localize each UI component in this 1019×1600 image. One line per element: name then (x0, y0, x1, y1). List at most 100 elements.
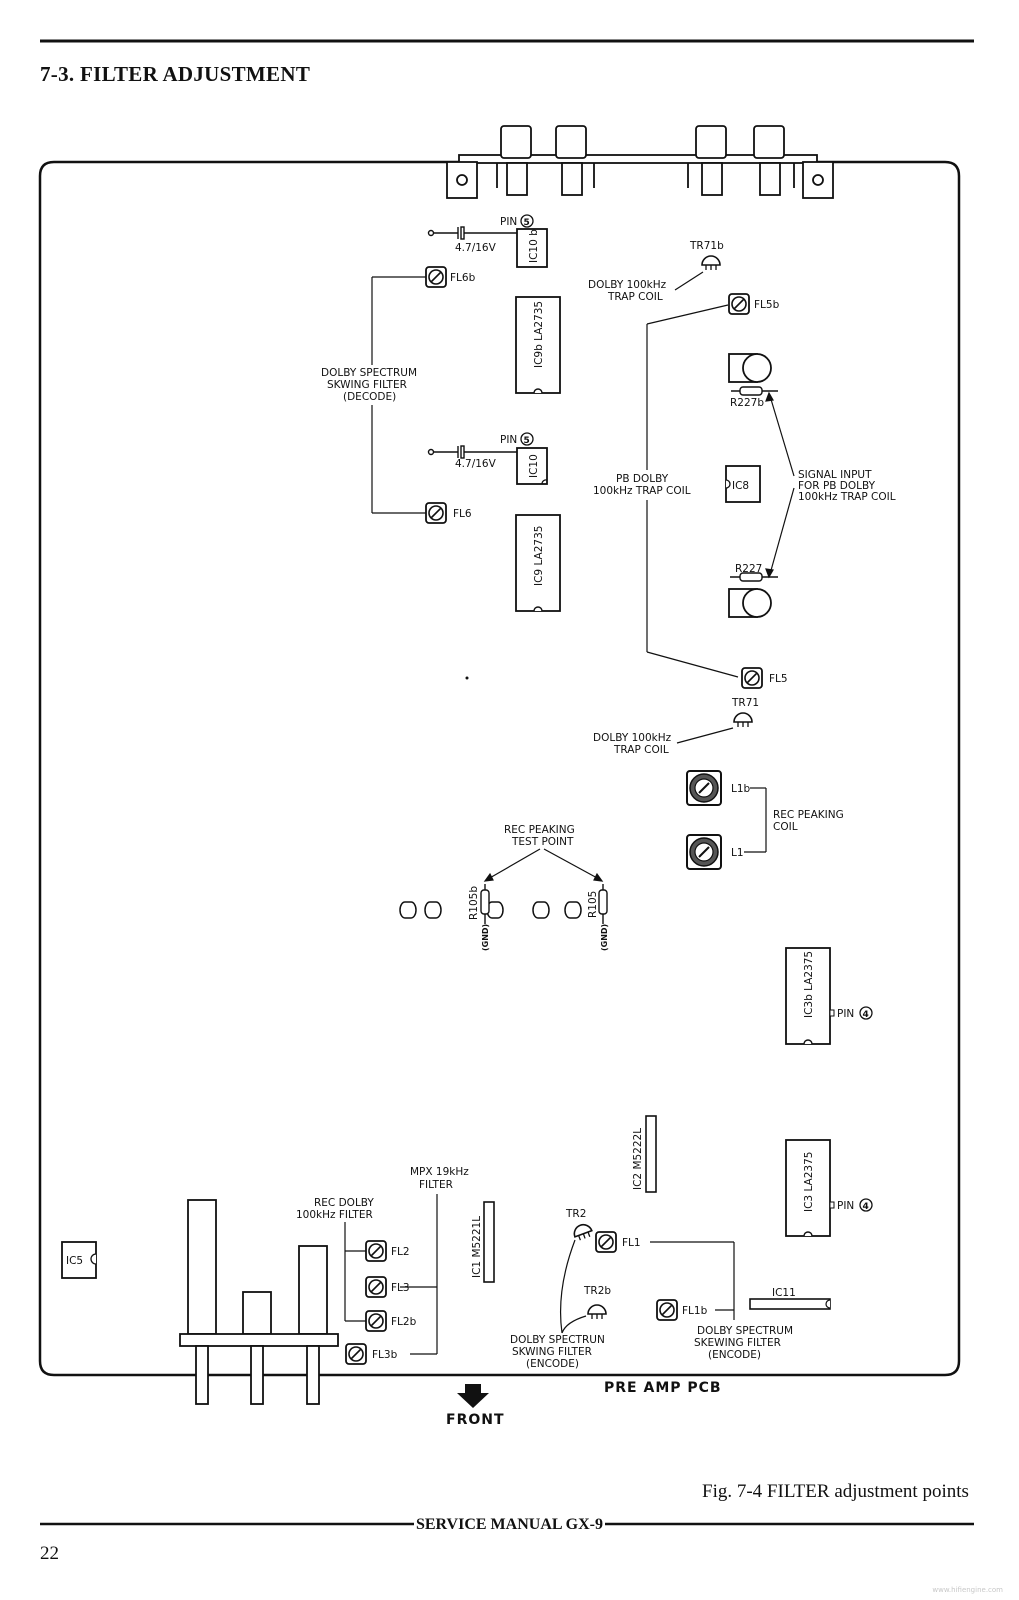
l1-label: L1 (731, 847, 744, 859)
front-label: FRONT (446, 1412, 505, 1428)
fl6-label: FL6 (453, 508, 472, 520)
pads-row (399, 901, 582, 919)
pin4b-label: PIN (837, 1008, 854, 1020)
svg-text:IC1 M5221L: IC1 M5221L (471, 1216, 483, 1278)
mpx-bracket (400, 1194, 438, 1355)
svg-text:PB DOLBY: PB DOLBY (616, 473, 669, 485)
svg-text:TRAP COIL: TRAP COIL (613, 744, 669, 756)
fl6b-label: FL6b (450, 272, 476, 284)
svg-text:(ENCODE): (ENCODE) (526, 1358, 579, 1370)
tr2b-transistor (587, 1304, 607, 1320)
svg-text:100kHz TRAP COIL: 100kHz TRAP COIL (593, 485, 691, 497)
r227-socket (728, 588, 772, 618)
svg-text:IC10 b: IC10 b (528, 229, 540, 263)
svg-text:IC10: IC10 (528, 454, 540, 478)
svg-text:FILTER: FILTER (419, 1179, 453, 1191)
fl6b-trimmer (425, 266, 447, 288)
fl2-label: FL2 (391, 1246, 410, 1258)
footer-manual-title: SERVICE MANUAL GX-9 (0, 1516, 1019, 1534)
ic9-chip: IC9 LA2735 (515, 514, 561, 612)
skewing-encode-right-label: DOLBY SPECTRUM SKEWING FILTER (ENCODE) (694, 1325, 793, 1361)
page-number: 22 (40, 1543, 59, 1564)
l1b-label: L1b (731, 783, 751, 795)
r227b-resistor (731, 386, 778, 396)
gnd-label-left: (GND) (481, 924, 490, 951)
fl5b-trimmer (728, 293, 750, 315)
svg-text:DOLBY SPECTRUM: DOLBY SPECTRUM (697, 1325, 793, 1337)
cap-label: 4.7/16V (455, 458, 497, 470)
figure-caption: Fig. 7-4 FILTER adjustment points (702, 1481, 969, 1502)
rec-dolby-bracket (344, 1222, 366, 1322)
rec-peaking-bracket (744, 787, 767, 853)
svg-text:4: 4 (863, 1202, 869, 1212)
rec-dolby-label: REC DOLBY 100kHz FILTER (296, 1197, 374, 1221)
svg-text:IC9 LA2735: IC9 LA2735 (533, 526, 545, 586)
ic3-chip: IC3 LA2375 (785, 1139, 835, 1237)
svg-text:IC8: IC8 (732, 480, 749, 492)
fl6-trimmer (425, 502, 447, 524)
svg-text:IC3 LA2375: IC3 LA2375 (803, 1152, 815, 1212)
decode-bracket (371, 276, 426, 514)
fl5-trimmer (741, 667, 763, 689)
fl3-trimmer (365, 1276, 387, 1298)
skewing-encode-left-label: DOLBY SPECTRUN SKWING FILTER (ENCODE) (510, 1334, 605, 1370)
svg-text:IC2 M5222L: IC2 M5222L (632, 1128, 644, 1190)
ic1-chip: IC1 M5221L (471, 1201, 495, 1283)
svg-text:100kHz FILTER: 100kHz FILTER (296, 1209, 373, 1221)
ic3b-chip: IC3b LA2375 (785, 947, 835, 1045)
ic2-chip: IC2 M5222L (632, 1115, 657, 1193)
l1b-coil (686, 770, 722, 806)
r227-resistor (730, 572, 778, 582)
svg-text:DOLBY 100kHz: DOLBY 100kHz (588, 279, 667, 291)
fl3b-trimmer (345, 1343, 367, 1365)
rec-peaking-tp-arrows (483, 848, 604, 882)
svg-text:4: 4 (863, 1010, 869, 1020)
mpx-label: MPX 19kHz FILTER (410, 1166, 469, 1191)
pin4-label: PIN (837, 1200, 854, 1212)
fl5b-label: FL5b (754, 299, 780, 311)
svg-text:IC11: IC11 (772, 1287, 796, 1299)
lower-left-parts (179, 1199, 339, 1405)
cap-b-label: 4.7/16V (455, 242, 497, 254)
pin5-label: PIN (500, 434, 517, 446)
encode-right-bracket (650, 1241, 735, 1320)
pin4b-number: 4 (859, 1006, 873, 1020)
r227b-socket (728, 353, 772, 383)
svg-text:TRAP COIL: TRAP COIL (607, 291, 663, 303)
svg-text:5: 5 (524, 436, 530, 446)
ic10b-chip: IC10 b (516, 228, 548, 268)
svg-text:5: 5 (524, 218, 530, 228)
r105b-resistor (480, 884, 490, 924)
fl2-trimmer (365, 1240, 387, 1262)
r105-label: R105 (587, 891, 599, 918)
fl2b-label: FL2b (391, 1316, 417, 1328)
ic5-chip: IC5 (61, 1241, 97, 1279)
stray-dot (465, 676, 469, 680)
front-arrow-icon (457, 1384, 489, 1408)
trap-bottom-label: DOLBY 100kHz TRAP COIL (593, 732, 672, 756)
tr2b-label: TR2b (583, 1285, 611, 1297)
ic8-chip: IC8 (725, 465, 761, 503)
svg-text:TEST POINT: TEST POINT (511, 836, 574, 848)
pcb-outline (38, 160, 961, 1377)
svg-text:SIGNAL INPUT: SIGNAL INPUT (798, 469, 872, 481)
r105-resistor (598, 884, 608, 924)
l1-coil (686, 834, 722, 870)
ic10-chip: IC10 (516, 447, 548, 485)
gnd-label-right: (GND) (600, 924, 609, 951)
tr71b-label: TR71b (689, 240, 724, 252)
svg-text:DOLBY SPECTRUM: DOLBY SPECTRUM (321, 367, 417, 379)
svg-text:SKWING FILTER: SKWING FILTER (327, 379, 407, 391)
fl5-label: FL5 (769, 673, 788, 685)
svg-text:IC5: IC5 (66, 1255, 83, 1267)
pin5b-label: PIN (500, 216, 517, 228)
svg-text:IC9b LA2735: IC9b LA2735 (533, 301, 545, 368)
tr71b-transistor (701, 255, 721, 271)
tr71-transistor (733, 712, 753, 728)
fl1-trimmer (595, 1231, 617, 1253)
fl1b-label: FL1b (682, 1305, 708, 1317)
pcb-name-label: PRE AMP PCB (604, 1380, 722, 1396)
section-title: 7-3. FILTER ADJUSTMENT (40, 62, 311, 86)
rec-peaking-tp-label: REC PEAKING TEST POINT (504, 824, 575, 848)
